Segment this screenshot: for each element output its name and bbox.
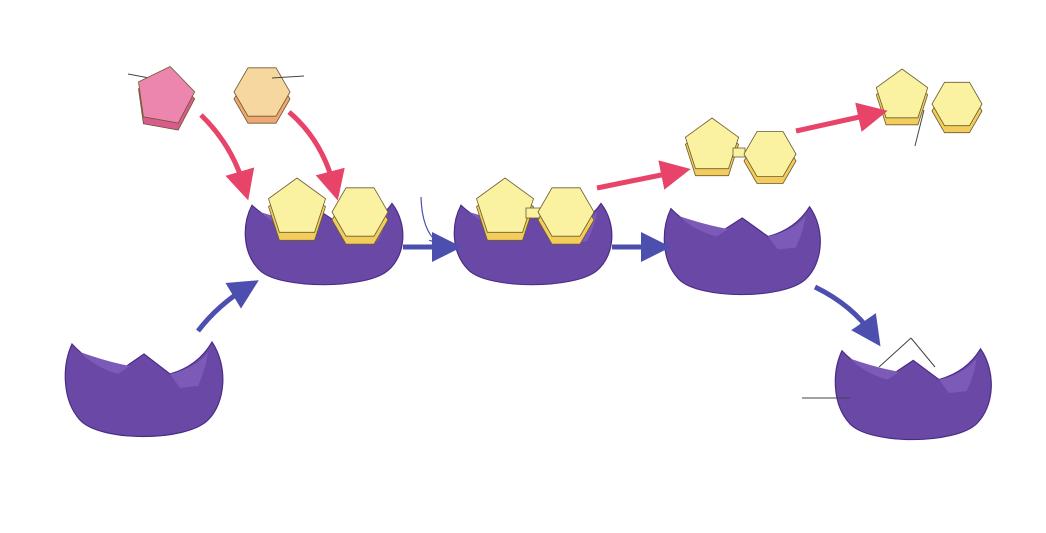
joined-product-part-a bbox=[476, 177, 534, 241]
arrow-product-release bbox=[596, 160, 691, 191]
active-site-line-left bbox=[878, 337, 912, 368]
arrow-substrate-b-binding bbox=[287, 110, 345, 201]
recycled-enzyme-pocket-left bbox=[849, 358, 900, 380]
final-product-part-a-top bbox=[875, 68, 929, 119]
joined-product-part-a-top bbox=[476, 177, 534, 233]
arrow-substrate-a-binding bbox=[199, 113, 255, 201]
bound-substrate-a-top bbox=[268, 177, 326, 233]
freed-enzyme-pocket-left bbox=[678, 216, 729, 237]
bound-substrate-b bbox=[331, 187, 389, 245]
product-bond bbox=[525, 207, 541, 219]
free-enzyme bbox=[64, 341, 224, 438]
released-product-part-b bbox=[743, 131, 797, 184]
diagram-content bbox=[64, 66, 992, 441]
free-enzyme-pocket-right bbox=[170, 352, 208, 388]
substrate-a-pentagon-top bbox=[138, 66, 196, 124]
bound-substrate-a bbox=[268, 177, 326, 241]
freed-enzyme-pocket-right bbox=[767, 216, 806, 250]
recycled-enzyme bbox=[834, 348, 992, 441]
free-enzyme-pocket-left bbox=[80, 352, 130, 374]
freed-enzyme bbox=[663, 206, 821, 296]
joined-product-part-b bbox=[537, 187, 595, 245]
substrate-b-hexagon bbox=[233, 67, 291, 124]
substrate-b-label-line bbox=[271, 75, 305, 79]
active-site-line-right bbox=[910, 337, 936, 368]
final-product-part-b bbox=[931, 81, 983, 134]
released-product-part-a-top bbox=[684, 117, 740, 170]
bound-substrate-b-top bbox=[331, 187, 389, 237]
arrow-enzyme-binding bbox=[196, 280, 259, 333]
final-product-part-a bbox=[875, 68, 929, 126]
arrow-enzyme-recycle bbox=[813, 284, 881, 347]
final-product-part-b-top bbox=[931, 81, 983, 127]
recycled-enzyme-pocket-right bbox=[938, 358, 977, 393]
substrate-a-pentagon bbox=[138, 66, 196, 131]
joined-product-part-b-top bbox=[537, 187, 595, 237]
released-product-part-a bbox=[684, 117, 740, 177]
substrate-b-hexagon-top bbox=[233, 67, 291, 117]
final-product-label-line bbox=[914, 109, 925, 147]
released-product-part-b-top bbox=[743, 131, 797, 177]
arrow-product-out bbox=[795, 102, 888, 134]
arrow-energy-input bbox=[420, 196, 437, 242]
released-product-bond bbox=[732, 147, 746, 158]
